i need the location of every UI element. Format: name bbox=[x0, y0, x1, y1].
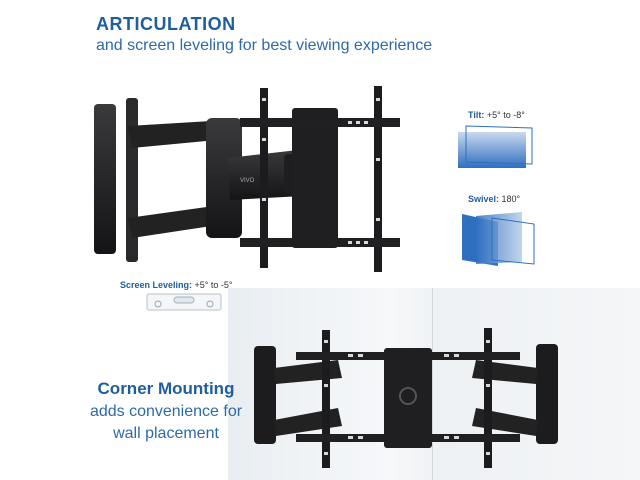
corner-mount-image bbox=[254, 328, 558, 468]
level-gauge-icon bbox=[146, 293, 222, 311]
corner-mounting-line1: adds convenience for bbox=[89, 403, 243, 420]
swivel-label: Swivel: 180° bbox=[468, 194, 521, 204]
corner-mounting-title: Corner Mounting bbox=[97, 379, 235, 398]
wall-corner-seam bbox=[432, 288, 433, 480]
leveling-value: +5° to -5° bbox=[194, 280, 233, 290]
tilt-label: Tilt: +5° to -8° bbox=[468, 110, 525, 120]
section-subtitle: and screen leveling for best viewing exp… bbox=[96, 37, 433, 54]
section-title: ARTICULATION bbox=[96, 14, 236, 34]
svg-text:VIVO: VIVO bbox=[240, 178, 255, 184]
swivel-value: 180° bbox=[501, 194, 521, 204]
corner-mounting-line2: wall placement bbox=[113, 425, 219, 442]
tilt-diagram-icon bbox=[458, 125, 533, 168]
articulating-mount-image: VIVO bbox=[94, 86, 400, 272]
wall-background bbox=[228, 288, 640, 480]
leveling-label: Screen Leveling: +5° to -5° bbox=[120, 280, 233, 290]
tilt-value: +5° to -8° bbox=[486, 110, 525, 120]
swivel-diagram-icon bbox=[462, 212, 535, 266]
